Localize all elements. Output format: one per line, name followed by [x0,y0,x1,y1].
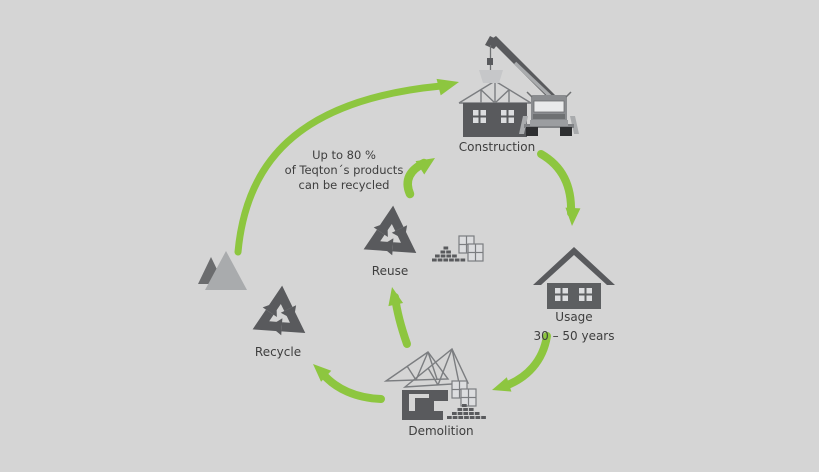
usage-label: Usage [555,310,592,324]
bricks-icon [432,246,466,262]
window-frames-icon [451,380,477,407]
mobile-crane-icon [479,36,579,136]
note-line-1: Up to 80 % [312,148,376,162]
arrow-recycle-to-construction [234,78,459,256]
demolition-node: Demolition [383,347,486,438]
recycle-label: Recycle [255,345,301,359]
recycle-node: Recycle [198,251,316,359]
recycle-symbol-icon [244,283,316,347]
note-line-2: of Teqton´s products [285,163,404,177]
reuse-label: Reuse [372,264,408,278]
window-frames-icon [458,235,484,262]
house-windows [555,288,592,301]
house-icon [533,247,615,309]
demolished-building-icon [383,347,486,420]
fallen-truss-icon [383,347,470,388]
arrow-usage-to-demolition [492,332,551,392]
note-line-3: can be recycled [299,178,390,192]
arrow-demolition-to-recycle [313,364,385,403]
arrow-construction-to-usage [537,150,581,226]
reuse-node: Reuse [355,203,484,278]
bricks-icon [447,404,486,419]
crane-load [479,70,503,83]
demolition-label: Demolition [408,424,473,438]
usage-node: Usage 30 – 50 years [533,247,615,343]
recycled-note: Up to 80 % of Teqton´s products can be r… [285,148,404,192]
reuse-symbol-icon [355,203,427,267]
building-with-crane-icon [458,36,579,137]
usage-sublabel: 30 – 50 years [533,329,614,343]
construction-node: Construction [458,36,579,154]
arrow-demolition-to-reuse [388,287,411,348]
construction-label: Construction [459,140,535,154]
building-windows [473,110,514,123]
arrow-reuse-to-construction [403,158,435,199]
roof-truss-icon [458,80,532,104]
gravel-piles-icon [198,251,247,290]
truck-windshield [533,100,565,113]
